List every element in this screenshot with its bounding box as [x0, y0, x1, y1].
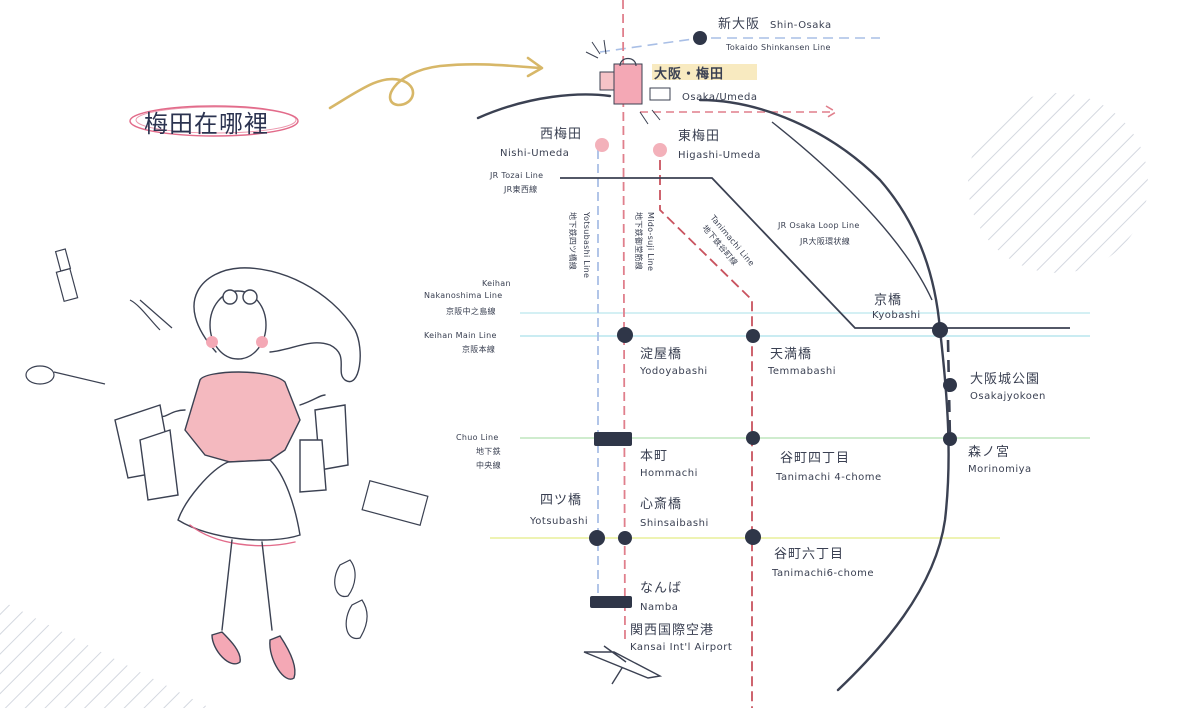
station-dot-shin-osaka	[693, 31, 707, 45]
label-osaka-umeda-jp: 大阪・梅田	[654, 66, 724, 82]
page-title-block: 梅田在哪裡	[126, 100, 304, 142]
label-morinomiya-jp: 森ノ宮	[968, 444, 1010, 460]
station-dot-temmabashi	[746, 329, 760, 343]
lipstick-icon	[54, 248, 79, 303]
title-scribble-circle	[129, 105, 299, 137]
label-hommachi-en: Hommachi	[640, 468, 698, 479]
jr-tozai-line	[560, 177, 1070, 329]
station-dot-yodoyabashi	[617, 327, 633, 343]
label-yotsubashi-line-en: Yotsubashi Line	[582, 211, 591, 278]
jr-loop-line	[476, 93, 950, 692]
label-tozai-en: JR Tozai Line	[489, 171, 543, 180]
label-nishi-umeda-en: Nishi-Umeda	[500, 148, 569, 159]
label-namba-en: Namba	[640, 602, 678, 613]
page-title: 梅田在哪裡	[144, 110, 269, 138]
label-yodoyabashi-jp: 淀屋橋	[640, 347, 682, 362]
sunglasses-icon	[25, 365, 106, 385]
label-nishi-umeda-jp: 西梅田	[540, 127, 582, 142]
label-temmabashi-jp: 天満橋	[770, 347, 812, 362]
label-keihan-en2: Nakanoshima Line	[424, 291, 502, 300]
station-bar-namba	[590, 596, 632, 608]
label-tozai-jp: JR東西線	[503, 184, 537, 194]
makeup-brush-icon	[129, 299, 173, 331]
label-kansai-en: Kansai Int'l Airport	[630, 642, 732, 653]
station-dot-shinsaibashi	[618, 531, 632, 545]
shopping-girl-illustration	[114, 267, 361, 680]
label-shin-osaka-en: Shin-Osaka	[770, 20, 832, 31]
label-yotsubashi-en: Yotsubashi	[529, 516, 588, 527]
airplane-icon	[583, 645, 663, 685]
label-chuo-jp2: 中央線	[476, 460, 501, 470]
striped-circle-decoration	[968, 93, 1148, 273]
station-dot-yotsubashi	[589, 530, 605, 546]
label-keihan-main-jp: 京阪本線	[462, 344, 495, 354]
station-dot-osakajyokoen	[943, 378, 957, 392]
label-keihan-en1: Keihan	[482, 279, 511, 288]
striped-corner-decoration	[0, 600, 210, 708]
umeda-highlight	[652, 64, 757, 80]
label-kansai-jp: 関西国際空港	[630, 623, 714, 638]
label-hommachi-jp: 本町	[640, 449, 668, 464]
station-dot-tanimachi6	[745, 529, 761, 545]
label-midosuji-line-en: Mido-suji Line	[646, 212, 655, 271]
label-chuo-jp1: 地下鉄	[476, 446, 501, 456]
label-tanimachi6-en: Tanimachi6-chome	[771, 568, 874, 579]
label-chuo-en: Chuo Line	[456, 433, 499, 442]
station-markers	[589, 31, 957, 608]
label-tanimachi6-jp: 谷町六丁目	[774, 547, 844, 562]
shopping-bags-icon	[585, 39, 671, 125]
label-yotsubashi-jp: 四ツ橋	[540, 493, 582, 508]
jr-loop-line-inner	[771, 121, 933, 301]
label-loop-jp: JR大阪環状線	[799, 236, 850, 246]
label-keihan-jp: 京阪中之島線	[446, 306, 496, 316]
label-kyobashi-jp: 京橋	[874, 293, 902, 308]
station-dot-nishi-umeda	[595, 138, 609, 152]
label-osakajyokoen-jp: 大阪城公園	[970, 372, 1040, 387]
label-loop-en: JR Osaka Loop Line	[777, 221, 860, 230]
label-temmabashi-en: Temmabashi	[767, 366, 836, 377]
label-namba-jp: なんば	[640, 581, 682, 596]
shoes-icon	[334, 559, 368, 639]
label-shinsaibashi-jp: 心斎橋	[640, 496, 682, 512]
label-shinsaibashi-en: Shinsaibashi	[640, 518, 709, 529]
station-dot-kyobashi	[932, 322, 948, 338]
label-higashi-umeda-en: Higashi-Umeda	[678, 150, 761, 161]
label-tanimachi4-en: Tanimachi 4-chome	[775, 472, 882, 483]
label-osakajyokoen-en: Osakajyokoen	[970, 391, 1046, 402]
label-keihan-main-en: Keihan Main Line	[424, 331, 497, 340]
label-higashi-umeda-jp: 東梅田	[678, 128, 720, 144]
eyeshadow-palette-icon	[361, 480, 429, 526]
tanimachi-line	[659, 160, 753, 708]
label-yodoyabashi-en: Yodoyabashi	[639, 366, 708, 377]
station-dot-morinomiya	[943, 432, 957, 446]
label-tanimachi4-jp: 谷町四丁目	[780, 451, 850, 466]
label-midosuji-line-jp: 地下鉄御堂筋線	[634, 212, 644, 270]
label-shin-osaka-jp: 新大阪	[718, 16, 760, 32]
umeda-east-arrow	[640, 105, 838, 119]
station-dot-tanimachi4	[746, 431, 760, 445]
label-morinomiya-en: Morinomiya	[968, 464, 1032, 475]
label-shinkansen: Tokaido Shinkansen Line	[725, 43, 831, 52]
station-dot-higashi-umeda	[653, 143, 667, 157]
label-yotsubashi-line-jp: 地下鉄四ツ橋線	[568, 212, 578, 270]
label-osaka-umeda-en: Osaka/Umeda	[682, 92, 758, 103]
station-bar-hommachi	[594, 432, 632, 446]
umeda-pointer-arrow	[328, 56, 544, 110]
label-kyobashi-en: Kyobashi	[872, 310, 921, 321]
